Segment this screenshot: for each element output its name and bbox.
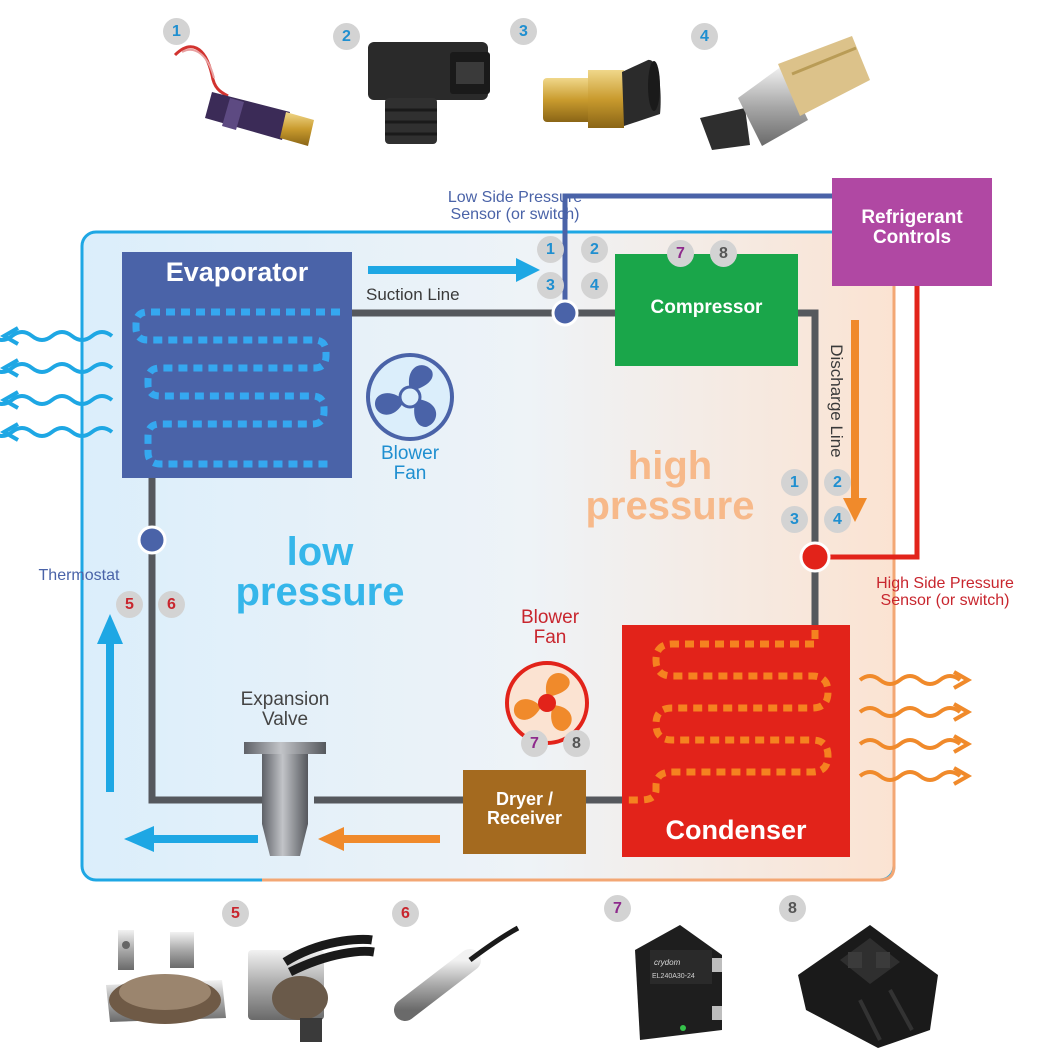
high-pressure-label: high pressure — [555, 446, 785, 526]
thermostat-badge-5: 5 — [116, 591, 143, 618]
top-badge-2: 2 — [333, 23, 360, 50]
dryer-label-line1: Dryer / — [495, 789, 554, 809]
thermostat-5b-photo — [248, 934, 375, 1042]
temperature-probe-6-photo — [394, 925, 520, 1021]
condenser-blower-fan-label: Blower Fan — [500, 608, 600, 648]
compressor-badge-7: 7 — [667, 240, 694, 267]
high-label-line1: high — [627, 444, 713, 488]
low-side-badge-3: 3 — [537, 272, 564, 299]
suction-line-label: Suction Line — [366, 285, 460, 304]
expansion-label-line1: Expansion — [240, 689, 330, 710]
refrigerant-label-line1: Refrigerant — [861, 207, 963, 228]
low-side-badge-2: 2 — [581, 236, 608, 263]
low-side-sensor-wire — [562, 193, 832, 313]
low-side-sensor-label: Low Side Pressure Sensor (or switch) — [420, 189, 610, 224]
condenser-blower-label-line1: Blower — [520, 607, 580, 628]
low-label-line1: low — [286, 530, 354, 574]
low-side-label-line1: Low Side Pressure — [447, 189, 583, 206]
condenser-blower-fan-icon — [505, 661, 589, 745]
high-side-badge-3: 3 — [781, 506, 808, 533]
bottom-badge-5: 5 — [222, 900, 249, 927]
bottom-badge-7: 7 — [604, 895, 631, 922]
svg-text:EL240A30-24: EL240A30-24 — [652, 973, 695, 980]
refrigerant-controls-label: Refrigerant Controls — [832, 208, 992, 248]
blower-label-line1: Blower — [380, 443, 440, 464]
high-side-badge-1: 1 — [781, 469, 808, 496]
sensor-1-photo — [173, 45, 314, 146]
high-side-junction — [799, 541, 831, 573]
condenser-coil — [628, 630, 832, 804]
condenser-blower-label-line2: Fan — [533, 626, 567, 648]
low-side-label-line2: Sensor (or switch) — [450, 205, 580, 223]
expansion-valve-label: Expansion Valve — [220, 690, 350, 730]
thermostat-label: Thermostat — [38, 567, 120, 584]
compressor-badge-8: 8 — [710, 240, 737, 267]
high-side-sensor-label: High Side Pressure Sensor (or switch) — [850, 575, 1040, 610]
high-side-badge-2: 2 — [824, 469, 851, 496]
flow-arrows — [97, 258, 867, 852]
bottom-badge-6: 6 — [392, 900, 419, 927]
low-side-junction — [551, 299, 579, 327]
blower-label-line2: Fan — [393, 462, 427, 484]
sensor-3-photo — [543, 59, 661, 128]
high-side-sensor-wire — [830, 286, 920, 560]
solid-state-relay-7-photo: crydom EL240A30-24 — [635, 925, 722, 1040]
refrigerant-label-line2: Controls — [872, 226, 952, 248]
high-label-line2: pressure — [585, 484, 755, 528]
refrigerant-controls-box — [832, 178, 992, 286]
bottom-badge-8: 8 — [779, 895, 806, 922]
top-badge-3: 3 — [510, 18, 537, 45]
thermostat-junction — [137, 525, 167, 555]
thermostat-5a-photo — [106, 930, 226, 1024]
condenser-box — [622, 625, 850, 857]
condenser-label: Condenser — [665, 815, 807, 845]
dryer-receiver-label: Dryer / Receiver — [463, 790, 586, 828]
evaporator-blower-fan-label: Blower Fan — [360, 444, 460, 484]
low-side-badge-1: 1 — [537, 236, 564, 263]
thermostat-badge-6: 6 — [158, 591, 185, 618]
top-badge-4: 4 — [691, 23, 718, 50]
evaporator-label: Evaporator — [165, 257, 309, 287]
compressor-box — [615, 254, 798, 366]
sensor-4-photo — [700, 36, 870, 150]
expansion-label-line2: Valve — [261, 708, 309, 730]
circuit-breaker-8-photo — [798, 925, 938, 1048]
low-label-line2: pressure — [235, 570, 405, 614]
high-side-label-line2: Sensor (or switch) — [880, 591, 1010, 609]
fan-badge-8: 8 — [563, 730, 590, 757]
expansion-valve — [244, 742, 326, 856]
dryer-receiver-box — [463, 770, 586, 854]
cold-air-waves — [0, 326, 114, 442]
hot-air-waves — [858, 670, 973, 786]
evaporator-blower-fan-icon — [366, 353, 454, 441]
fan-badge-7: 7 — [521, 730, 548, 757]
dryer-label-line2: Receiver — [486, 807, 563, 828]
low-side-badge-4: 4 — [581, 272, 608, 299]
low-pressure-label: low pressure — [205, 532, 435, 612]
high-side-badge-4: 4 — [824, 506, 851, 533]
svg-text:crydom: crydom — [654, 958, 681, 967]
discharge-line-label: Discharge Line — [826, 344, 846, 458]
evaporator-coil — [132, 308, 340, 468]
compressor-label: Compressor — [650, 297, 763, 318]
sensor-2-photo — [368, 42, 490, 144]
high-side-label-line1: High Side Pressure — [876, 575, 1014, 592]
top-badge-1: 1 — [163, 18, 190, 45]
